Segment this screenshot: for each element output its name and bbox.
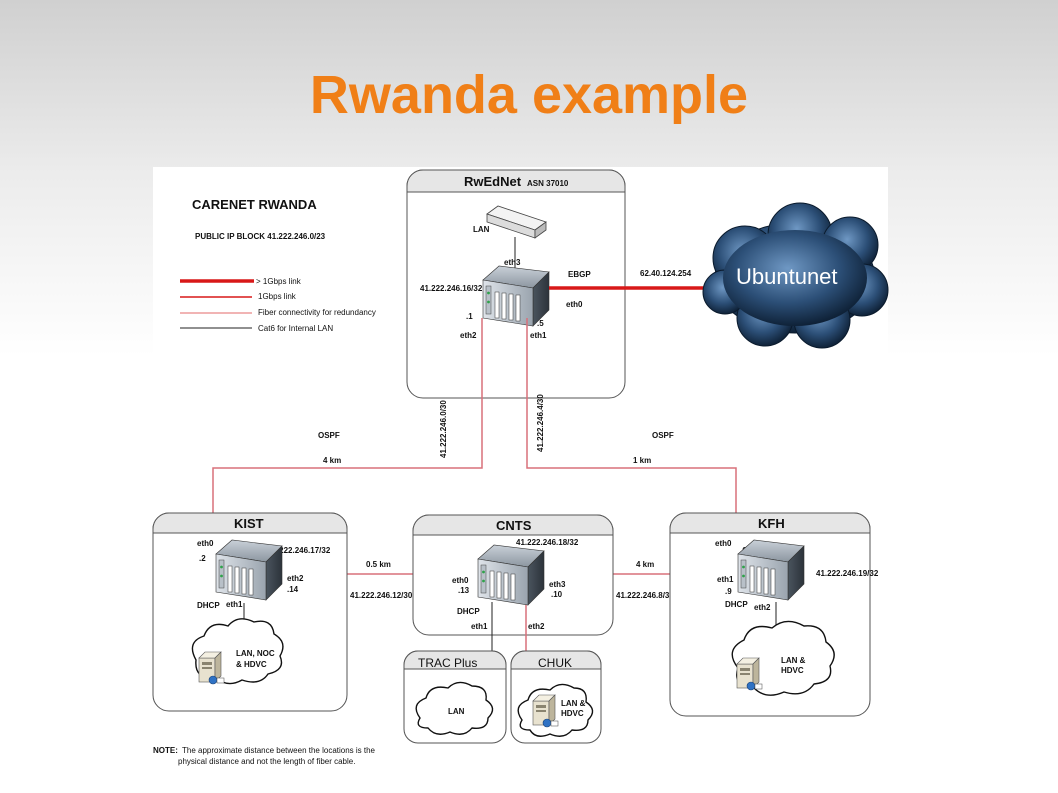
rwednet-eth2: eth2: [460, 331, 477, 340]
kfh-eth0: eth0: [715, 539, 732, 548]
network-name: CARENET RWANDA: [192, 197, 317, 212]
cnts-title: CNTS: [496, 518, 532, 533]
cnts-kfh-ip: 41.222.246.8/30: [616, 591, 674, 600]
trac-lan: LAN: [448, 707, 465, 716]
cnts-eth0: eth0: [452, 576, 469, 585]
kfh-router-icon: [737, 539, 805, 601]
note-line1: The approximate distance between the loc…: [182, 746, 376, 755]
kfh-node: KFH eth0 .6 eth1 .9 41.222.246.19/32 DHC…: [669, 512, 879, 717]
note-bold: NOTE:: [153, 746, 178, 755]
kist-router-icon: [215, 539, 283, 601]
uplink-ip: 62.40.124.254: [640, 269, 692, 278]
chuk-lan-line1: LAN &: [561, 699, 586, 708]
legend-item: Cat6 for Internal LAN: [258, 324, 333, 333]
cnts-router-icon: [477, 544, 545, 606]
kfh-ip: 41.222.246.19/32: [816, 569, 879, 578]
ospf-right: OSPF: [652, 431, 674, 440]
cnts-eth1: eth1: [471, 622, 488, 631]
rwednet-title: RwEdNet: [464, 174, 522, 189]
cnts-dot13: .13: [458, 586, 470, 595]
rwednet-node: RwEdNet ASN 37010 LAN eth3 41.222.246.16…: [406, 169, 626, 399]
kist-eth0: eth0: [197, 539, 214, 548]
slide-title: Rwanda example: [309, 65, 749, 125]
cnts-dot10: .10: [551, 590, 563, 599]
legend-item: Fiber connectivity for redundancy: [258, 308, 376, 317]
legend: > 1Gbps link 1Gbps link Fiber connectivi…: [180, 277, 376, 333]
rwednet-ip: 41.222.246.16/32: [420, 284, 483, 293]
kist-lan-line1: LAN, NOC: [236, 649, 275, 658]
ubuntunet-label: Ubuntunet: [736, 264, 838, 289]
cnts-node: CNTS 41.222.246.18/32 eth0 .13 eth3 .10 …: [412, 514, 614, 636]
legend-item: > 1Gbps link: [256, 277, 302, 286]
trac-node: TRAC Plus LAN: [403, 650, 507, 744]
rwednet-eth3: eth3: [504, 258, 521, 267]
dist-right: 1 km: [633, 456, 651, 465]
kist-pc-icon: [198, 651, 225, 685]
kist-dhcp: DHCP: [197, 601, 220, 610]
kfh-title: KFH: [758, 516, 785, 531]
kfh-eth2: eth2: [754, 603, 771, 612]
dist-left: 4 km: [323, 456, 341, 465]
cnts-eth3: eth3: [549, 580, 566, 589]
kfh-dot9: .9: [725, 587, 732, 596]
kfh-pc-icon: [736, 657, 763, 691]
cnts-dhcp: DHCP: [457, 607, 480, 616]
kfh-dhcp: DHCP: [725, 600, 748, 609]
kfh-link-ip: 41.222.246.4/30: [536, 394, 545, 452]
ip-block-label: PUBLIC IP BLOCK 41.222.246.0/23: [195, 232, 326, 241]
kist-node: KIST eth0 .2 41.222.246.17/32 eth2 .14 D…: [152, 512, 348, 712]
chuk-lan-line2: HDVC: [561, 709, 584, 718]
cnts-eth2: eth2: [528, 622, 545, 631]
rwednet-dot5: .5: [537, 319, 544, 328]
legend-item: 1Gbps link: [258, 292, 297, 301]
lan-switch-icon: [486, 205, 547, 239]
cnts-kfh-dist: 4 km: [636, 560, 654, 569]
note-line2: physical distance and not the length of …: [178, 757, 355, 766]
rwednet-eth0: eth0: [566, 300, 583, 309]
rwednet-asn: ASN 37010: [527, 179, 569, 188]
rwednet-lan-label: LAN: [473, 225, 490, 234]
kist-link-ip: 41.222.246.0/30: [439, 400, 448, 458]
rwednet-dot1: .1: [466, 312, 473, 321]
kfh-lan-line2: HDVC: [781, 666, 804, 675]
kist-title: KIST: [234, 516, 264, 531]
kist-lan-line2: & HDVC: [236, 660, 267, 669]
rwednet-ebgp: EBGP: [568, 270, 591, 279]
rwednet-eth1: eth1: [530, 331, 547, 340]
trac-lan-cloud-icon: [415, 681, 494, 735]
kfh-eth1: eth1: [717, 575, 734, 584]
kist-eth1: eth1: [226, 600, 243, 609]
trac-title: TRAC Plus: [418, 656, 477, 670]
rwednet-router-icon: [482, 265, 550, 327]
kist-eth2: eth2: [287, 574, 304, 583]
ubuntunet-cloud-icon: [702, 202, 889, 349]
kist-dot14: .14: [287, 585, 299, 594]
kfh-lan-line1: LAN &: [781, 656, 806, 665]
kist-cnts-ip: 41.222.246.12/30: [350, 591, 413, 600]
chuk-title: CHUK: [538, 656, 572, 670]
kist-cnts-dist: 0.5 km: [366, 560, 391, 569]
cnts-ip: 41.222.246.18/32: [516, 538, 579, 547]
kist-ip: 41.222.246.17/32: [268, 546, 331, 555]
chuk-node: CHUK LAN & HDVC: [510, 650, 602, 744]
chuk-pc-icon: [532, 694, 559, 728]
kist-dot2: .2: [199, 554, 206, 563]
ospf-left: OSPF: [318, 431, 340, 440]
